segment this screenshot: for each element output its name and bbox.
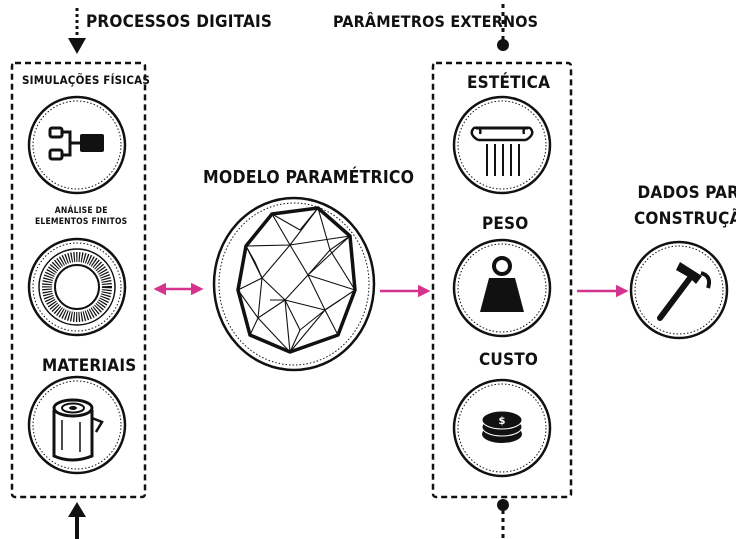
hammer-icon [629,240,729,340]
analise-elementos-finitos-label: ANÁLISE DE ELEMENTOS FINITOS [35,206,128,227]
input-arrow-top [68,8,86,54]
left-panel-frame [10,61,147,499]
finite-element-ring-icon [27,237,127,337]
svg-text:$: $ [499,416,506,427]
processos-digitais-label: PROCESSOS DIGITAIS [86,12,273,32]
peso-label: PESO [482,214,529,234]
input-arrow-bottom [68,502,86,539]
weight-icon [452,238,552,338]
materiais-label: MATERIAIS [42,356,137,376]
wood-log-icon [27,375,127,475]
right-panel-frame [431,61,573,499]
coin-stack-icon: $ [452,378,552,478]
dados-para-construcao-label: DADOS PARA CONSTRUÇÃO [634,183,736,229]
custo-label: CUSTO [479,350,539,370]
external-connector-bottom [497,499,509,539]
parametros-externos-label: PARÂMETROS EXTERNOS [333,12,539,31]
external-connector-top [497,4,509,51]
simulation-icon [27,95,127,195]
modelo-parametrico-label: MODELO PARAMÉTRICO [203,168,415,188]
parametric-mesh-icon [212,196,376,372]
simulacoes-fisicas-label: SIMULAÇÕES FÍSICAS [22,73,150,87]
estetica-label: ESTÉTICA [467,73,551,93]
column-capital-icon [452,95,552,195]
